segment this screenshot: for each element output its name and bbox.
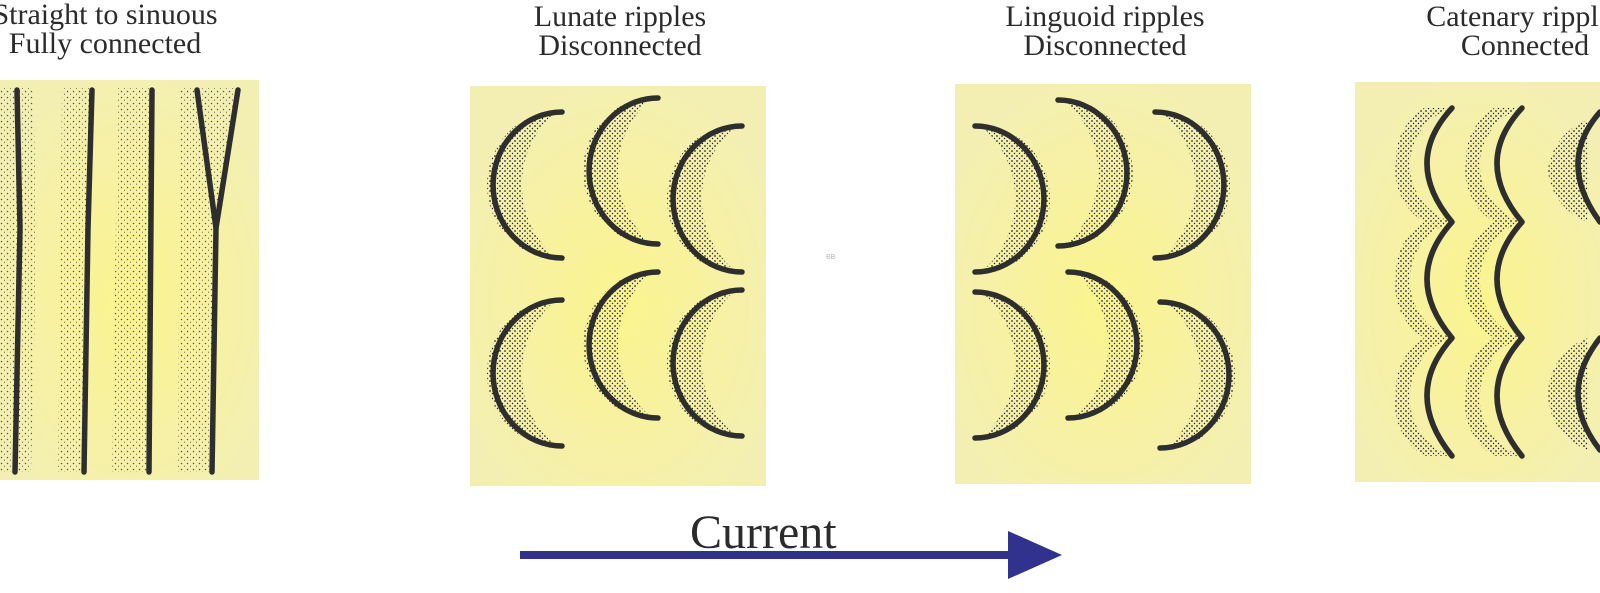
connectivity-line: Disconnected: [538, 29, 702, 62]
title-line: Lunate ripples: [533, 0, 707, 33]
connectivity-line: Fully connected: [8, 27, 202, 60]
panel-title-linguoid: Linguoid ripples Disconnected: [955, 0, 1255, 62]
panel-title-catenary: Catenary ripples Connected: [1375, 0, 1600, 62]
panel-title-straight: Straight to sinuous Fully connected: [0, 0, 285, 60]
panel-title-lunate: Lunate ripples Disconnected: [470, 0, 770, 62]
panel-linguoid: [955, 84, 1251, 484]
current-arrow: [520, 531, 1062, 579]
panel-catenary: [1355, 82, 1600, 482]
title-line: Catenary ripples: [1426, 0, 1600, 33]
crest-line: [12, 87, 241, 475]
panel-lunate: [470, 86, 766, 486]
panel-straight: [0, 80, 259, 480]
crest-line: [1424, 105, 1600, 459]
crest-line: [490, 95, 745, 449]
current-label: Current: [690, 506, 837, 559]
connectivity-line: Disconnected: [1023, 29, 1187, 62]
title-line: Straight to sinuous: [0, 0, 218, 31]
crest-line: [972, 97, 1232, 451]
title-line: Linguoid ripples: [1005, 0, 1205, 33]
watermark: BB: [826, 254, 836, 261]
connectivity-line: Connected: [1460, 29, 1590, 62]
